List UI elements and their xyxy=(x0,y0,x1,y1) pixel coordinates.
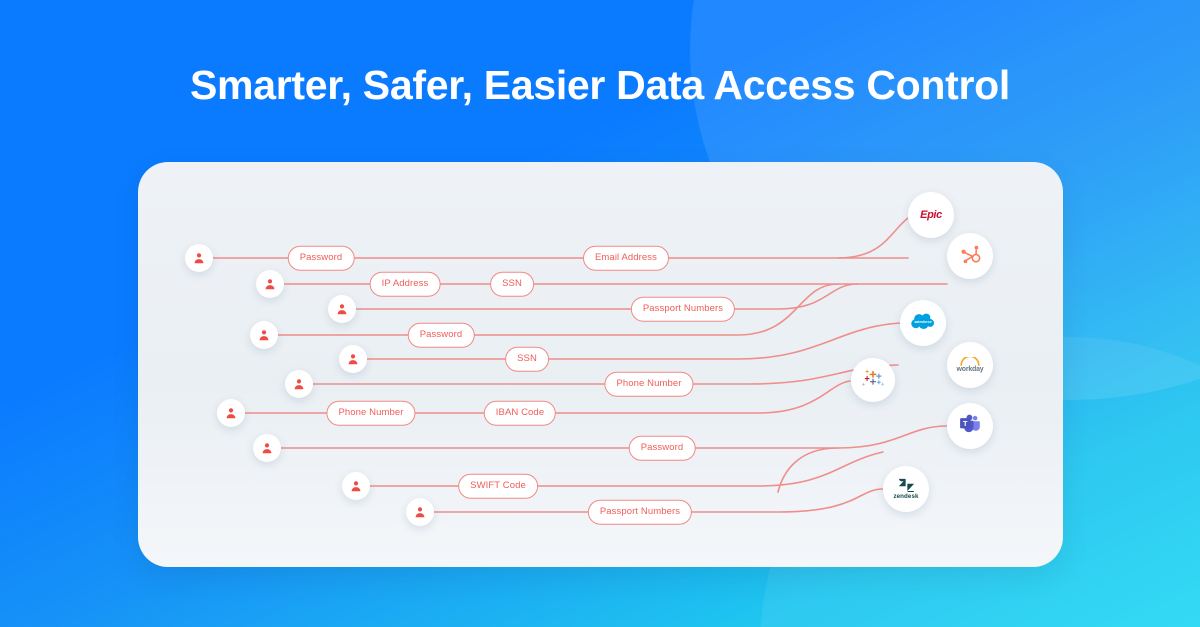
source-node-user-9[interactable] xyxy=(342,472,370,500)
source-node-user-2[interactable] xyxy=(256,270,284,298)
data-label-pill[interactable]: Email Address xyxy=(582,245,670,271)
dest-node-workday[interactable]: workday xyxy=(947,342,993,388)
tableau-logo xyxy=(862,367,884,394)
source-node-user-10[interactable] xyxy=(406,498,434,526)
data-label-pill[interactable]: Password xyxy=(287,245,355,271)
data-label-pill[interactable]: Password xyxy=(407,322,475,348)
person-icon xyxy=(257,328,271,342)
teams-logo: T xyxy=(959,413,981,440)
data-label-pill[interactable]: Passport Numbers xyxy=(587,499,693,525)
person-icon xyxy=(335,302,349,316)
dest-node-hubspot[interactable] xyxy=(947,233,993,279)
data-label-pill[interactable]: Passport Numbers xyxy=(630,296,736,322)
workday-wordmark: workday xyxy=(956,366,984,373)
svg-text:T: T xyxy=(963,418,968,427)
data-label-pill[interactable]: SSN xyxy=(490,271,534,297)
source-node-user-4[interactable] xyxy=(250,321,278,349)
person-icon xyxy=(192,251,206,265)
dest-node-teams[interactable]: T xyxy=(947,403,993,449)
dest-node-tableau[interactable] xyxy=(851,358,895,402)
data-label-pill[interactable]: Phone Number xyxy=(326,400,416,426)
source-node-user-6[interactable] xyxy=(285,370,313,398)
zendesk-wordmark: zendesk xyxy=(893,493,919,500)
diagram-card: Password Email Address IP Address SSN Pa… xyxy=(138,162,1063,567)
data-label-pill[interactable]: IBAN Code xyxy=(483,400,557,426)
zendesk-logo: zendesk xyxy=(893,478,918,500)
data-label-pill[interactable]: SWIFT Code xyxy=(458,473,538,499)
person-icon xyxy=(263,277,277,291)
data-label-pill[interactable]: IP Address xyxy=(369,271,441,297)
source-node-user-3[interactable] xyxy=(328,295,356,323)
page-title: Smarter, Safer, Easier Data Access Contr… xyxy=(190,62,1010,108)
workday-logo: workday xyxy=(957,357,984,373)
salesforce-logo: salesforce xyxy=(910,311,936,336)
person-icon xyxy=(260,441,274,455)
data-label-pill[interactable]: Password xyxy=(628,435,696,461)
source-node-user-7[interactable] xyxy=(217,399,245,427)
person-icon xyxy=(413,505,427,519)
hubspot-logo xyxy=(959,243,981,270)
svg-text:salesforce: salesforce xyxy=(914,319,931,323)
source-node-user-1[interactable] xyxy=(185,244,213,272)
source-node-user-8[interactable] xyxy=(253,434,281,462)
person-icon xyxy=(346,352,360,366)
source-node-user-5[interactable] xyxy=(339,345,367,373)
person-icon xyxy=(224,406,238,420)
data-label-pill[interactable]: Phone Number xyxy=(604,371,694,397)
person-icon xyxy=(349,479,363,493)
epic-logo: Epic xyxy=(920,209,942,221)
dest-node-salesforce[interactable]: salesforce xyxy=(900,300,946,346)
data-label-pill[interactable]: SSN xyxy=(505,346,549,372)
person-icon xyxy=(292,377,306,391)
dest-node-zendesk[interactable]: zendesk xyxy=(883,466,929,512)
dest-node-epic[interactable]: Epic xyxy=(908,192,954,238)
